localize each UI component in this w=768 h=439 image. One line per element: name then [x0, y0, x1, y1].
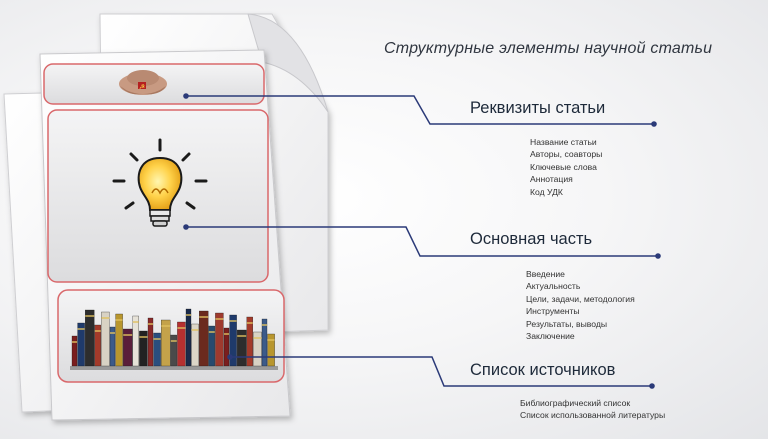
book-band [77, 328, 85, 330]
book-spine [191, 323, 199, 367]
connector-main-body [186, 226, 658, 257]
book-band [237, 335, 247, 337]
list-item: Список использованной литературы [520, 410, 666, 421]
book-spine [229, 314, 237, 367]
book-spine [147, 317, 154, 367]
connector-requisites [186, 95, 654, 125]
book-band [115, 319, 123, 321]
book-band [262, 324, 267, 326]
book-spine [199, 310, 209, 367]
book-band [208, 331, 215, 333]
book-band [123, 334, 133, 336]
list-item: Авторы, соавторы [530, 149, 603, 160]
book-spine [109, 326, 116, 367]
book-band [246, 322, 253, 324]
book-spine [101, 311, 110, 367]
list-item: Актуальность [526, 281, 581, 292]
book-spine [185, 308, 192, 367]
heading-sources: Список источников [470, 361, 616, 379]
book-band [110, 332, 115, 334]
book-spine [161, 319, 171, 367]
list-sources: Библиографический список Список использо… [520, 397, 665, 422]
book-spine [77, 322, 85, 367]
book-spine [85, 309, 95, 367]
book-spine [115, 313, 123, 367]
bookshelf-icon [70, 308, 278, 370]
list-item: Результаты, выводы [526, 318, 608, 329]
page-curl [247, 13, 329, 113]
connector-dot [649, 383, 655, 389]
book-band [191, 329, 199, 331]
connector-dot [183, 224, 189, 230]
lightbulb-icon [112, 138, 208, 227]
book-spine [223, 327, 230, 367]
connector-lines [186, 95, 658, 387]
list-item: Библиографический список [520, 398, 631, 408]
list-item: Ключевые слова [530, 161, 597, 172]
diagram-title: Структурные элементы научной статьи [384, 40, 713, 57]
heading-requisites: Реквизиты статьи [470, 99, 606, 117]
book-spine [215, 312, 224, 367]
book-band [161, 325, 171, 327]
book-band [72, 341, 77, 343]
heading-main-body: Основная часть [470, 230, 593, 248]
book-spine [246, 316, 253, 367]
book-band [186, 314, 191, 316]
book-band [253, 337, 262, 339]
book-band [148, 323, 153, 325]
book-spine [153, 332, 161, 367]
list-item: Код УДК [530, 186, 563, 197]
book-spine [267, 333, 275, 367]
connector-sources [230, 356, 652, 387]
list-item: Заключение [526, 331, 575, 342]
list-item: Название статьи [530, 137, 597, 147]
connector-dot [183, 93, 189, 99]
book-band [224, 333, 229, 335]
book-spine [177, 321, 186, 367]
book-band [267, 339, 275, 341]
book-band [199, 316, 209, 318]
list-item: Аннотация [530, 174, 573, 185]
book-band [132, 321, 139, 323]
book-band [139, 336, 148, 338]
list-requisites: Название статьи Авторы, соавторы Ключевы… [530, 136, 602, 198]
list-item: Инструменты [526, 306, 580, 317]
book-spine [208, 325, 215, 367]
book-spine [261, 318, 268, 367]
book-band [229, 320, 237, 322]
svg-text:☭: ☭ [139, 83, 145, 91]
soviet-cap-icon: ☭ [119, 70, 167, 95]
connector-dot [227, 354, 233, 360]
book-band [101, 317, 110, 319]
list-item: Введение [526, 269, 565, 279]
book-band [94, 330, 101, 332]
connector-dot [651, 121, 657, 127]
book-spine [132, 315, 139, 367]
book-spine [170, 334, 177, 367]
book-spine [71, 335, 78, 367]
connector-dot [655, 253, 661, 259]
list-item: Цели, задачи, методология [526, 293, 635, 304]
book-band [177, 327, 186, 329]
book-band [215, 318, 224, 320]
book-band [153, 338, 161, 340]
book-spine [253, 331, 262, 367]
list-main-body: Введение Актуальность Цели, задачи, мето… [526, 268, 635, 342]
book-band [85, 315, 95, 317]
book-spine [123, 328, 133, 367]
book-spine [237, 329, 247, 367]
book-spine [94, 324, 101, 367]
book-band [170, 340, 177, 342]
book-spine [139, 330, 148, 367]
